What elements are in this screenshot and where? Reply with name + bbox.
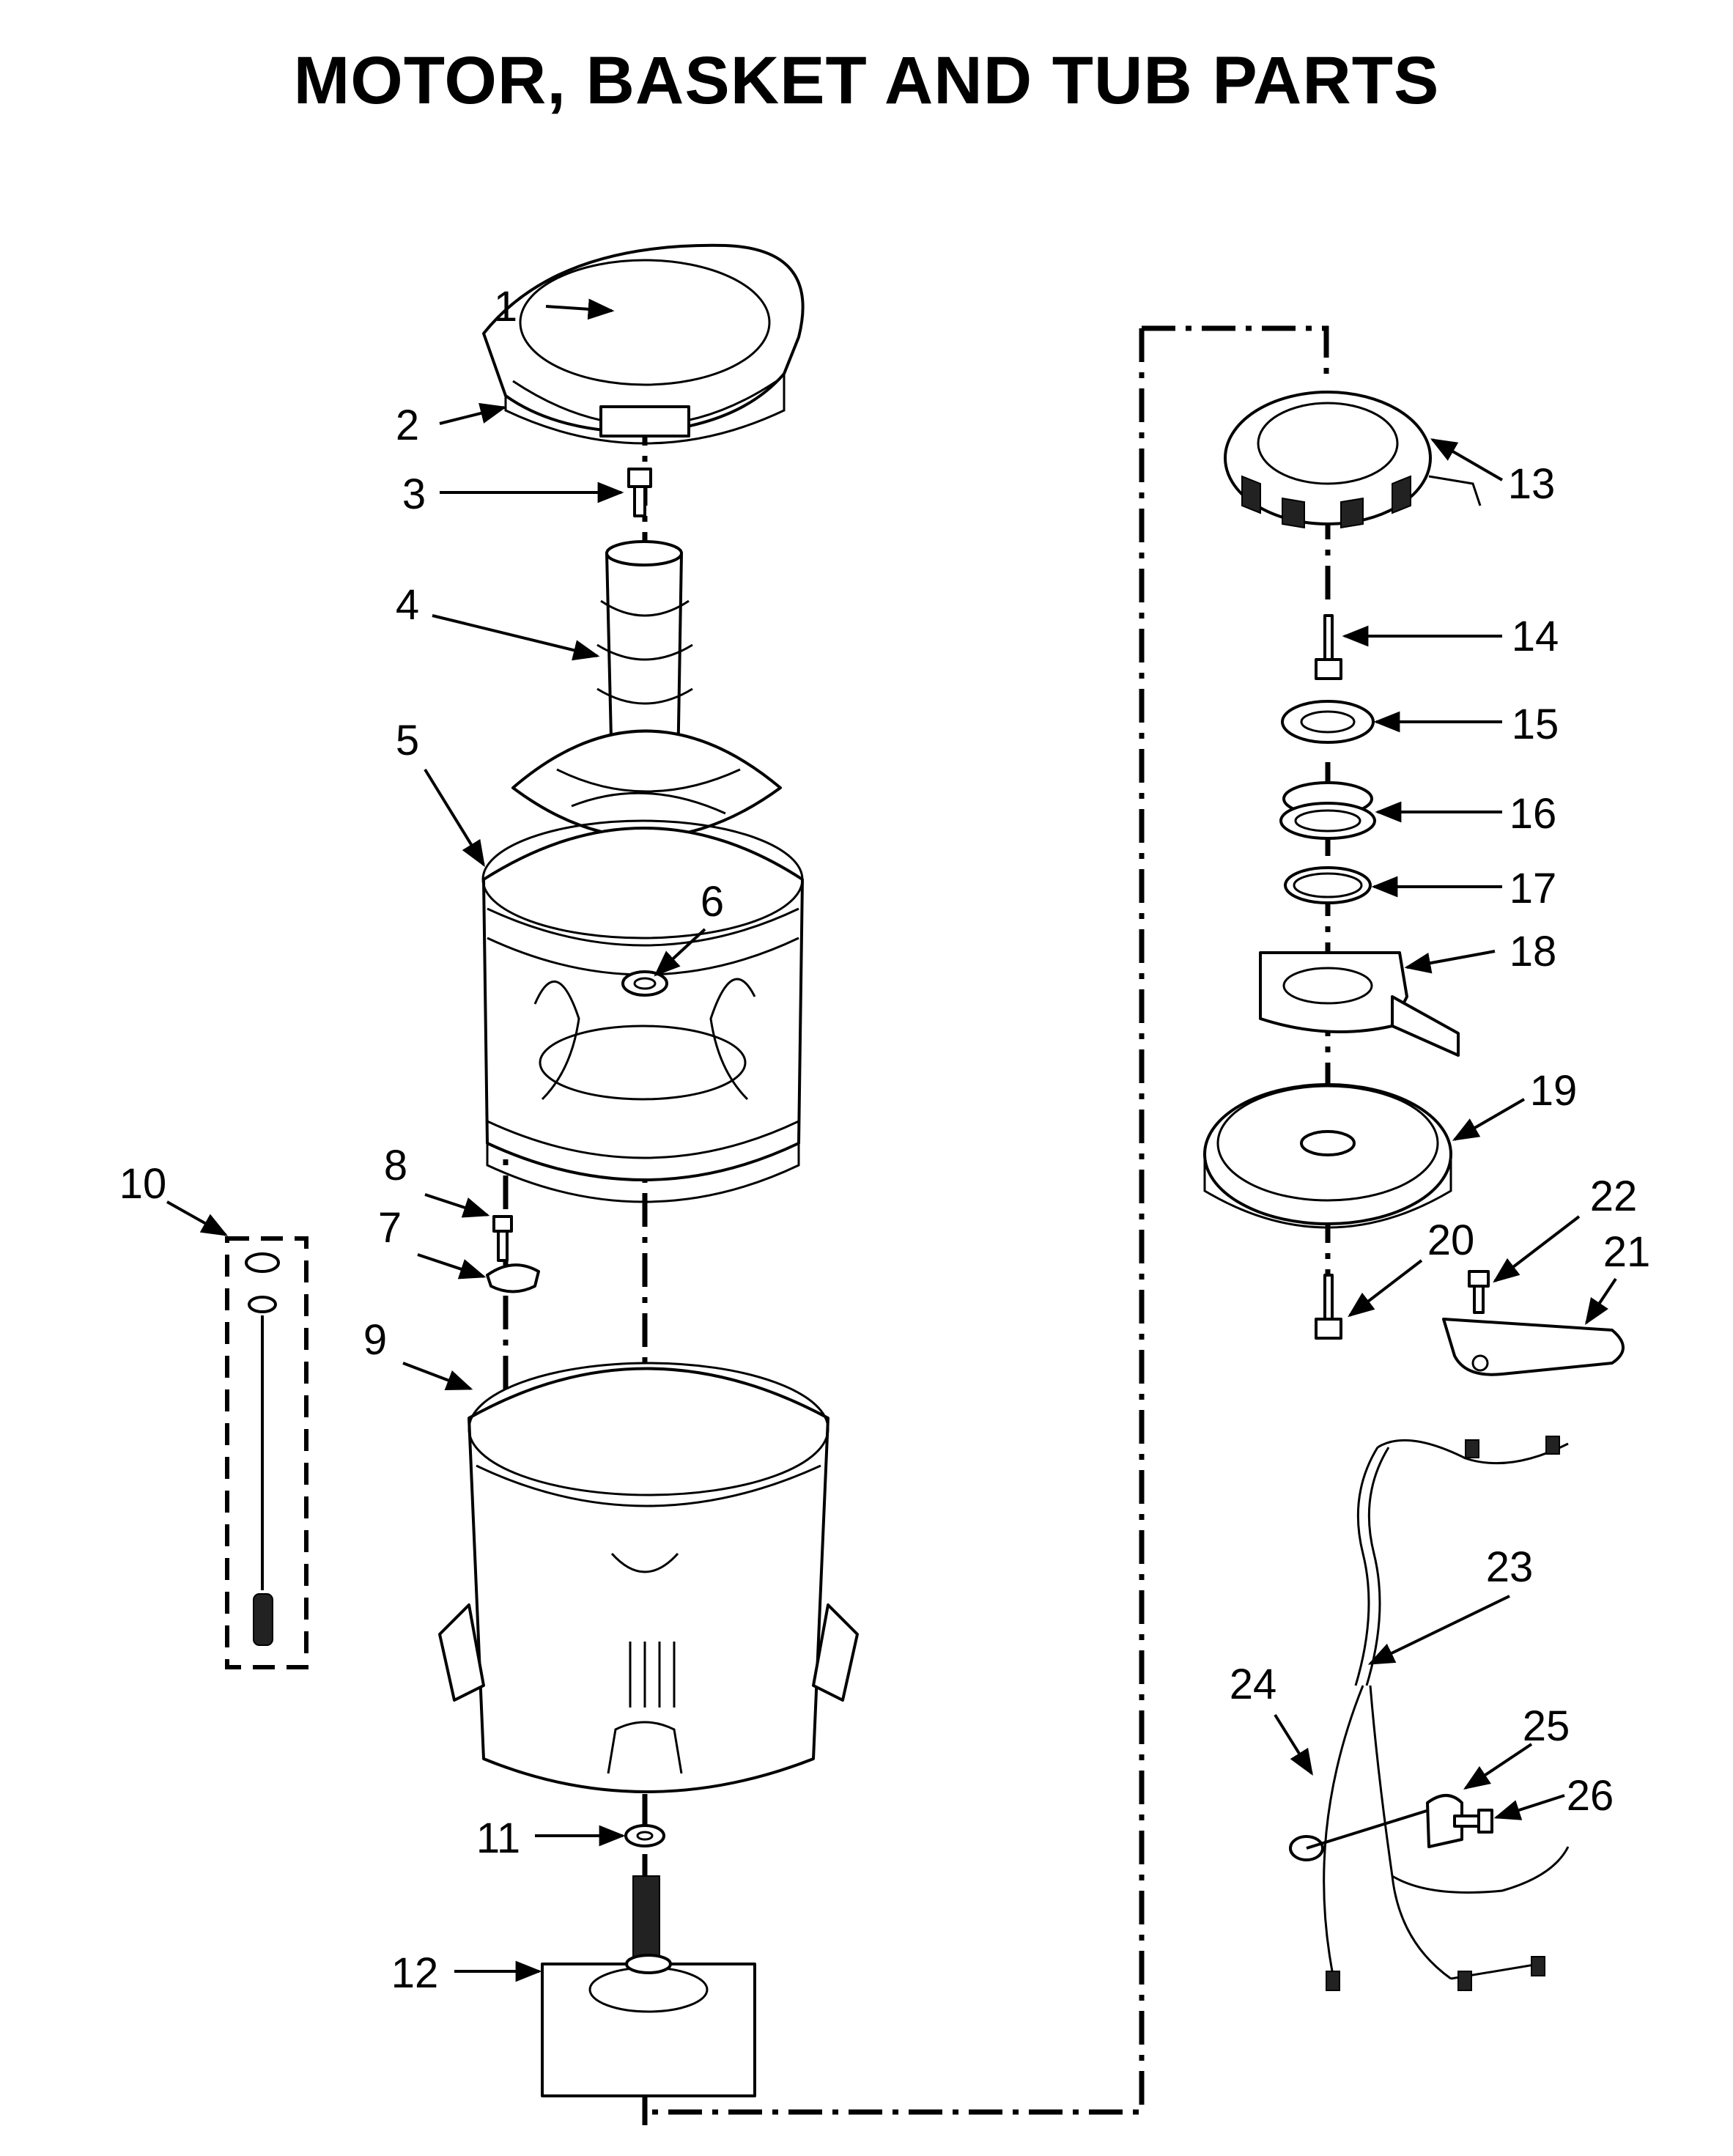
leader-lines [166, 298, 1617, 1982]
part-15-bearing [1281, 700, 1375, 744]
callout-9: 9 [363, 1316, 387, 1364]
part-20-bolt [1315, 1274, 1342, 1340]
part-17-ring [1284, 866, 1372, 904]
callout-26: 26 [1567, 1772, 1614, 1820]
part-8-screw [492, 1215, 513, 1262]
callout-24: 24 [1230, 1661, 1277, 1708]
part-4-impeller-auger [511, 540, 782, 839]
callout-1: 1 [494, 283, 517, 331]
part-16-seal [1279, 781, 1376, 840]
part-7-bracket [486, 1263, 540, 1293]
callout-12: 12 [391, 1949, 439, 1997]
callout-20: 20 [1427, 1217, 1475, 1264]
callout-5: 5 [396, 717, 419, 764]
callout-10: 10 [119, 1160, 167, 1208]
part-2-balance-ring [482, 243, 805, 445]
callout-14: 14 [1512, 613, 1559, 660]
callout-7: 7 [378, 1204, 402, 1252]
callout-2: 2 [396, 402, 419, 449]
part-26-screw [1453, 1809, 1493, 1834]
callout-17: 17 [1510, 865, 1557, 912]
connector-line-24 [1306, 1809, 1430, 1850]
part-23-wire-harness [1323, 1436, 1570, 1991]
part-21-shield [1442, 1318, 1625, 1376]
callout-6: 6 [701, 878, 724, 926]
dashed-group-box [225, 1236, 308, 1669]
part-6-nut [621, 970, 668, 997]
page-title: MOTOR, BASKET AND TUB PARTS [293, 43, 1440, 118]
part-14-bolt [1315, 614, 1342, 680]
callout-21: 21 [1603, 1228, 1651, 1276]
callout-13: 13 [1508, 460, 1556, 508]
callout-3: 3 [402, 470, 426, 518]
part-13-stator [1224, 391, 1482, 529]
part-11-washer [624, 1824, 665, 1847]
callout-8: 8 [384, 1142, 407, 1189]
callout-25: 25 [1523, 1702, 1570, 1750]
callout-23: 23 [1486, 1543, 1534, 1591]
callout-22: 22 [1590, 1173, 1638, 1220]
part-25-clamp [1426, 1794, 1463, 1848]
part-5-basket [481, 819, 804, 1203]
callout-11: 11 [476, 1814, 520, 1862]
callout-labels: 1 2 3 4 5 6 7 8 9 10 11 12 13 14 15 16 1… [119, 283, 1651, 1997]
callout-15: 15 [1512, 701, 1559, 748]
part-22-screw [1468, 1270, 1490, 1314]
part-10-pressure-assembly [245, 1252, 280, 1646]
part-18-bracket [1259, 951, 1460, 1057]
part-3-screw [627, 468, 652, 517]
part-9-outer-tub [438, 1362, 859, 1793]
callout-19: 19 [1530, 1067, 1578, 1115]
callout-4: 4 [396, 581, 419, 629]
part-12-gearcase [541, 1875, 756, 2097]
part-19-rotor [1203, 1083, 1452, 1229]
callout-16: 16 [1510, 790, 1557, 838]
callout-18: 18 [1510, 928, 1557, 975]
